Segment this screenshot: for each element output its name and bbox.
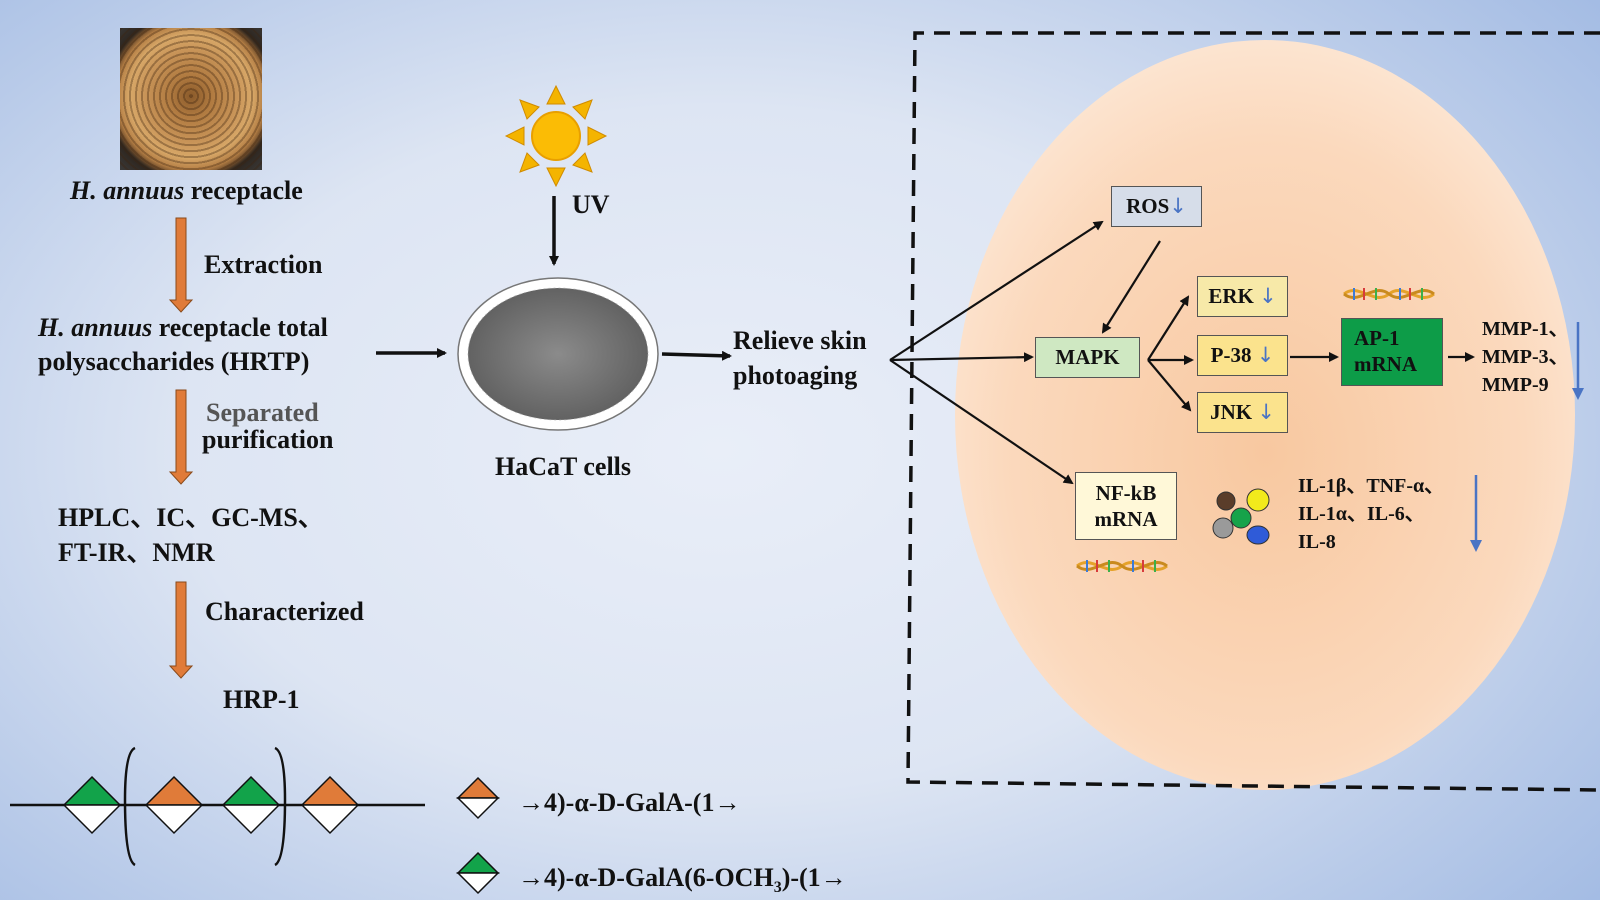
uv-label: UV <box>572 190 610 219</box>
flow-arrows <box>376 196 732 361</box>
erk-box: ERK ↓ <box>1197 276 1288 317</box>
cells-label: HaCaT cells <box>495 452 632 481</box>
methods-line1: HPLC、IC、GC-MS、 <box>58 503 324 532</box>
dna-icon-ap1 <box>1343 288 1435 300</box>
step-arrows <box>168 217 194 679</box>
mechanism-arrows <box>889 220 1475 485</box>
mmp-1: MMP-1、 <box>1482 318 1569 340</box>
extraction-label: Extraction <box>204 250 323 279</box>
cytokine-molecules-icon <box>1212 488 1270 545</box>
chain-units <box>62 775 360 835</box>
mapk-box: MAPK <box>1035 337 1140 378</box>
effect-line2: photoaging <box>733 361 858 390</box>
sugar-unit-green <box>62 775 122 835</box>
hrtp-label-line1: H. annuus receptacle total <box>38 313 328 342</box>
sugar-unit-green <box>221 775 281 835</box>
decrease-arrows <box>1470 322 1584 552</box>
receptacle-photo <box>120 28 262 170</box>
cytokine-line3: IL-8 <box>1298 531 1336 553</box>
cytokine-line1: IL-1β、TNF-α、 <box>1298 475 1445 497</box>
methods-line2: FT-IR、NMR <box>58 538 215 567</box>
mmp-9: MMP-9 <box>1482 374 1549 396</box>
cytokine-line2: IL-1α、IL-6、 <box>1298 503 1425 525</box>
petri-dish <box>457 277 659 431</box>
ros-box: ROS↓ <box>1111 186 1202 227</box>
characterized-label: Characterized <box>205 597 364 626</box>
p38-box: P-38 ↓ <box>1197 335 1288 376</box>
legend-green-icon <box>456 851 500 895</box>
mmp-list: MMP-1、 MMP-3、 MMP-9 <box>1482 315 1569 399</box>
dashed-frame <box>906 31 1600 792</box>
sun-icon <box>504 84 608 188</box>
ap1-box: AP-1 mRNA <box>1341 318 1443 386</box>
separated-label: Separated <box>206 398 319 427</box>
product-label: HRP-1 <box>223 685 300 714</box>
sugar-unit-orange <box>144 775 204 835</box>
legend-gala-label: →4)-α-D-GalA-(1→ <box>518 788 741 817</box>
nfkb-box: NF-kB mRNA <box>1075 472 1177 540</box>
effect-line1: Relieve skin <box>733 326 867 355</box>
legend-orange-icon <box>456 776 500 820</box>
hrtp-label-line2: polysaccharides (HRTP) <box>38 347 310 376</box>
purification-label: purification <box>202 425 334 454</box>
mmp-3: MMP-3、 <box>1482 346 1569 368</box>
sugar-unit-orange <box>300 775 360 835</box>
jnk-box: JNK ↓ <box>1197 392 1288 433</box>
source-label: H. annuus receptacle <box>70 176 303 205</box>
dna-icon-nfkb <box>1076 560 1168 572</box>
cytokine-list: IL-1β、TNF-α、 IL-1α、IL-6、 IL-8 <box>1298 472 1444 556</box>
legend-gala-methyl-label: →4)-α-D-GalA(6-OCH3)-(1→ <box>518 863 847 897</box>
